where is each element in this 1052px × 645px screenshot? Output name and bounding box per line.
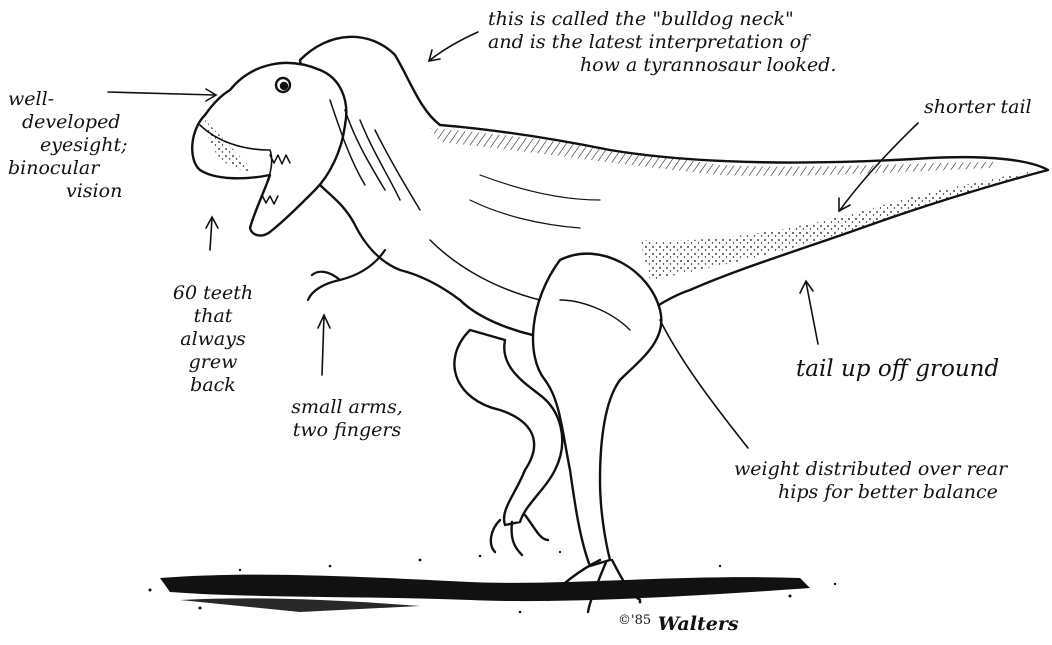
annotation-line: vision [8, 180, 128, 203]
tyrannosaur-drawing-icon [192, 37, 1048, 612]
annotation-line: and is the latest interpretation of [488, 31, 836, 54]
pointer-arrow-icon [800, 281, 818, 344]
annotation-line: this is called the "bulldog neck" [488, 8, 836, 31]
annotation-line: how a tyrannosaur looked. [488, 54, 836, 77]
annotation-line: grew [158, 351, 268, 374]
pointer-arrow-icon [318, 315, 330, 375]
annotation-line: developed [8, 111, 128, 134]
annotation-line: 60 teeth [158, 282, 268, 305]
annotation-tail-up: tail up off ground [796, 358, 999, 381]
ground-shadow [149, 551, 837, 613]
copyright-mark: ©'85 [618, 613, 651, 628]
annotation-line: small arms, [272, 396, 422, 419]
pointer-arrow-icon [206, 217, 218, 250]
annotation-line: two fingers [272, 419, 422, 442]
pointer-arrow-icon [660, 320, 748, 448]
annotation-line: hips for better balance [734, 481, 1007, 504]
annotation-line: binocular [8, 157, 128, 180]
annotation-line: well- [8, 88, 128, 111]
annotation-bulldog-neck: this is called the "bulldog neck" and is… [488, 8, 836, 77]
artist-signature: ©'85 Walters [618, 613, 739, 635]
annotation-shorter-tail: shorter tail [924, 96, 1032, 119]
annotation-line: back [158, 374, 268, 397]
annotation-line: that [158, 305, 268, 328]
annotation-weight: weight distributed over rear hips for be… [734, 458, 1007, 504]
annotation-teeth: 60 teeth that always grew back [158, 282, 268, 397]
annotation-line: eyesight; [8, 134, 128, 157]
arm [308, 250, 385, 300]
annotation-line: always [158, 328, 268, 351]
annotation-eyesight: well- developed eyesight; binocular visi… [8, 88, 128, 203]
annotation-arms: small arms, two fingers [272, 396, 422, 442]
artist-name: Walters [658, 613, 739, 635]
body-outline [300, 37, 1048, 342]
pointer-arrow-icon [429, 32, 478, 61]
annotation-line: weight distributed over rear [734, 458, 1007, 481]
